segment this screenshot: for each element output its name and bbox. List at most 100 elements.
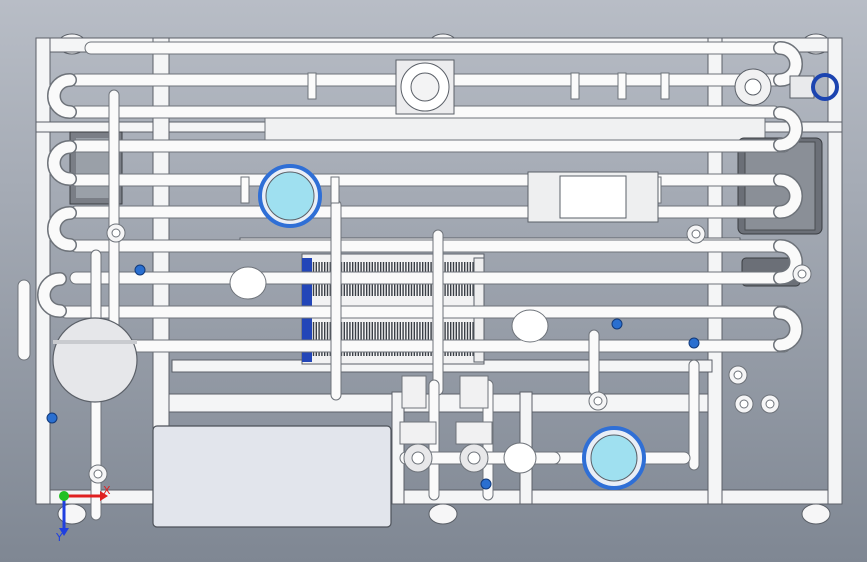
hex-fin [391,322,393,356]
pipe-bend [774,174,802,218]
hex-fin [458,322,460,356]
hex-fin [444,322,446,356]
hex-fin [382,322,385,356]
hex-fin [371,322,373,356]
pipe-bend [48,141,76,185]
hex-fin [455,322,457,356]
hex-fin [464,322,466,356]
hex-fin [408,322,410,356]
hex-fin [326,322,329,356]
hex-fin [422,322,424,356]
hex-fin [413,322,415,356]
pipe-run [69,205,791,219]
hex-fin [424,322,427,356]
riser-pipe [108,89,120,331]
riser-pipe [330,199,342,401]
hex-fin [419,322,421,356]
small-fitting-core [733,370,743,380]
hex-fin [380,322,382,356]
pump-head [399,421,437,445]
hex-fin [405,322,407,356]
hex-fin [366,322,368,356]
hex-fin [329,322,331,356]
hex-fin [394,322,396,356]
pressure-gauge [258,164,322,228]
flow-meter [582,426,646,490]
hex-fin [349,322,351,356]
hex-fin [315,322,317,356]
hex-fin [410,322,413,356]
frame-right-post [827,37,843,505]
small-fitting-core [797,269,807,279]
hex-fin [466,322,469,356]
inline-filter [527,171,659,223]
control-panel[interactable] [152,425,392,528]
riser-pipe [432,229,444,396]
pipe-bend [774,42,802,86]
small-fitting-core [93,469,103,479]
frame-post [391,391,405,505]
pipe-run [59,339,791,353]
hex-fin [357,322,359,356]
foot-pad [57,503,87,525]
flange-fittings [229,72,670,474]
foot-pad [428,503,458,525]
hex-fin [312,322,315,356]
hex-fin [452,322,455,356]
ball-valve-handle [688,337,700,349]
pipe-flange [617,72,627,100]
hex-fin [354,322,357,356]
pipe-run [59,305,791,319]
pump-assembly [399,375,493,473]
hex-fin [430,322,432,356]
hex-fin [402,322,404,356]
small-fitting-core [765,399,775,409]
ball-valve-handle [480,478,492,490]
pump-head [455,421,493,445]
pipe-bend [774,107,802,151]
pipe-serpentine [17,41,803,361]
ball-valve-handle [134,264,146,276]
pipe-run [69,173,791,187]
hex-fin [318,322,320,356]
pipe-run [69,139,791,153]
small-fitting-core [111,228,121,238]
pipe-flange [570,72,580,100]
small-fitting-core [739,399,749,409]
pipe-run [69,271,791,285]
pump-eye [467,451,481,465]
foot-pad [801,503,831,525]
hex-fin [377,322,379,356]
hex-fin [346,322,348,356]
hex-fin [343,322,345,356]
hex-fin [360,322,362,356]
pipe-bend [48,207,76,251]
hex-fin [447,322,449,356]
riser-pipe [688,359,700,471]
hex-fin [469,322,471,356]
pipe-flange [660,72,670,100]
hex-fin [352,322,354,356]
hex-fin [363,322,365,356]
inline-bulb [511,309,549,343]
hex-fin [416,322,418,356]
bypass-loop [17,279,31,361]
pipe-flange [307,72,317,100]
axis-y-label: Y [55,531,63,544]
hex-fin [385,322,387,356]
inline-bulb [229,266,267,300]
pipe-flange [330,176,340,204]
pipe-bend [774,240,802,284]
rear-trough [264,115,766,141]
hex-fin [427,322,429,356]
hex-fin [368,322,371,356]
hex-fin [374,322,376,356]
frame-post [152,37,170,429]
hex-fin [450,322,452,356]
hex-fin [321,322,323,356]
pipe-bend [48,74,76,118]
hex-fin [399,322,401,356]
pipe-run [84,41,781,55]
ball-valves [46,264,700,490]
